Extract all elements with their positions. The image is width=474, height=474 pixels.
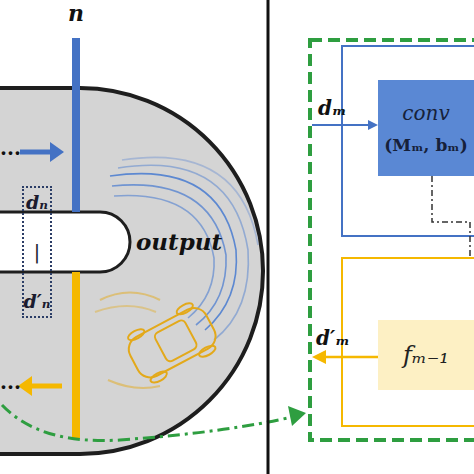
parameter-link [432,176,470,258]
ellipsis: ... [0,370,21,394]
node-text: conv [402,102,449,124]
divider-line [267,0,270,474]
car-sketch [95,293,223,389]
arrow-head [312,350,326,364]
input-arrow [20,150,52,155]
node-text: fₘ₋₁ [403,342,449,368]
signal-label: dₘ [318,96,347,120]
index-label: n [68,0,84,26]
decoder-block [342,258,474,426]
node-text: (Mₘ, bₘ) [384,136,467,155]
node-text: dₙ [26,192,48,213]
node-text: | [34,242,40,263]
node-text: d′ₙ [24,291,51,312]
signal-label: d′ₘ [316,326,350,350]
input-arrow [312,124,370,126]
output-arrow [322,356,378,359]
output-label: output [136,228,222,255]
conv-box: conv (Mₘ, bₘ) [378,80,474,176]
zoom-frame [310,40,474,440]
input-bar [72,38,80,212]
track-shape [0,88,263,454]
track-slot [0,212,130,272]
ellipsis: ... [0,136,21,160]
arrow-head [288,406,306,426]
signal-pair-box: dₙ | d′ₙ [22,186,52,318]
arrow-head [50,142,64,162]
output-bar [72,272,80,438]
motion-trails [110,157,258,340]
arrow-head [368,120,378,130]
output-arrow [30,384,62,389]
function-box: fₘ₋₁ [378,320,474,390]
zoom-arrow [2,405,296,441]
encoder-block [342,46,474,236]
